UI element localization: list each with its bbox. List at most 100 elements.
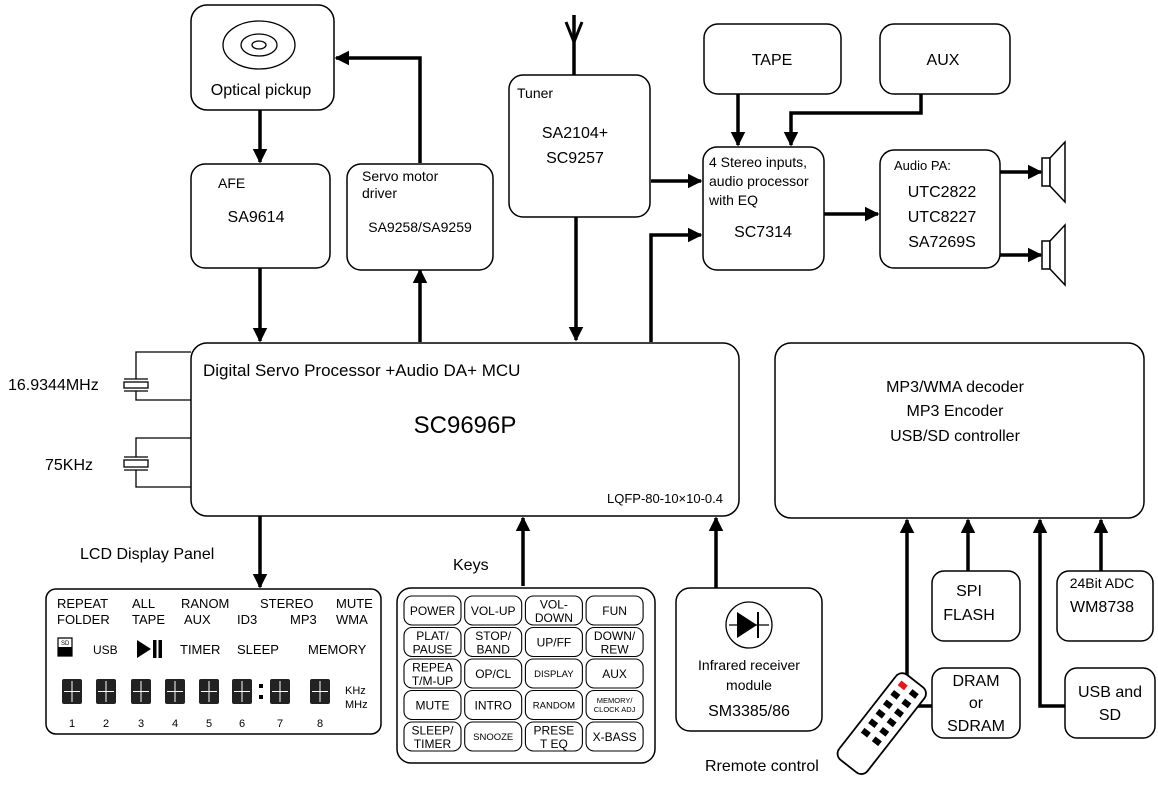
- tuner-chip-line2: SC9257: [546, 150, 604, 167]
- lcd-digit-num: 5: [206, 718, 212, 730]
- infrared-receiver-block: Infrared receiver module SM3385/86: [675, 587, 823, 732]
- lcd-panel-label: LCD Display Panel: [80, 546, 214, 563]
- key-sleep-timer[interactable]: SLEEP/TIMER: [403, 721, 462, 752]
- servo-chip: SA9258/SA9259: [368, 219, 472, 235]
- key-snooze[interactable]: SNOOZE: [464, 721, 523, 752]
- key-label: AUX: [602, 667, 627, 681]
- key-intro[interactable]: INTRO: [464, 689, 523, 721]
- pa-chip-line3: SA7269S: [908, 234, 976, 251]
- segment-digits: [62, 679, 330, 704]
- key-label: VOL-: [540, 598, 568, 612]
- lcd-sleep: SLEEP: [237, 642, 279, 657]
- key-label: REW: [601, 642, 630, 656]
- lcd-mute: MUTE: [336, 596, 373, 611]
- key-label: DOWN/: [594, 629, 636, 643]
- arrow-usb-to-mp3: [1032, 518, 1065, 708]
- key-stop-band[interactable]: STOP/BAND: [464, 626, 523, 658]
- key-op-cl[interactable]: OP/CL: [464, 658, 523, 689]
- key-label: SNOOZE: [473, 732, 513, 743]
- pa-chip-line2: UTC8227: [908, 209, 977, 226]
- key-aux[interactable]: AUX: [585, 658, 644, 689]
- crystal-16mhz-label: 16.9344MHz: [8, 377, 99, 394]
- key-label: PLAT/: [416, 629, 449, 643]
- key-label: STOP/: [475, 629, 511, 643]
- key-mute[interactable]: MUTE: [403, 689, 462, 721]
- dsp-chip: SC9696P: [414, 412, 517, 439]
- arrow-servo-to-pickup: [334, 50, 422, 163]
- lcd-repeat: REPEAT: [57, 596, 108, 611]
- key-label: SLEEP/: [411, 724, 454, 738]
- antenna-icon: [564, 15, 584, 75]
- crystal-75khz-label: 75KHz: [45, 457, 93, 474]
- afe-title: AFE: [218, 175, 245, 191]
- key-memory-clock-adj[interactable]: MEMORY/CLOCK ADJ: [585, 689, 644, 721]
- key-label: REPEA: [412, 661, 453, 675]
- lcd-ranom: RANOM: [181, 596, 229, 611]
- key-fun[interactable]: FUN: [585, 595, 644, 626]
- afe-chip: SA9614: [228, 209, 285, 226]
- afe-block: AFE SA9614: [190, 163, 331, 269]
- arrow-dsp-to-processor: [649, 227, 703, 342]
- lcd-mp3: MP3: [290, 612, 317, 627]
- key-label: TIMER: [414, 737, 452, 751]
- key-down-rew[interactable]: DOWN/REW: [585, 626, 644, 658]
- key-label: DISPLAY: [534, 669, 574, 680]
- remote-control-icon: [836, 672, 927, 775]
- adc-title: 24Bit ADC: [1070, 575, 1135, 591]
- key-random[interactable]: RANDOM: [524, 689, 583, 721]
- mp3-decoder-block: MP3/WMA decoder MP3 Encoder USB/SD contr…: [774, 342, 1145, 519]
- spi-line1: SPI: [956, 583, 982, 600]
- lcd-digit-num: 7: [277, 718, 283, 730]
- key-power[interactable]: POWER: [403, 595, 462, 626]
- key-display[interactable]: DISPLAY: [524, 658, 583, 689]
- tape-block: TAPE: [703, 23, 842, 95]
- sd-card-icon: SD: [57, 637, 73, 657]
- key-vol-up[interactable]: VOL-UP: [464, 595, 523, 626]
- key-repeat-m-up[interactable]: REPEAT/M-UP: [403, 658, 462, 689]
- lcd-mhz: MHz: [345, 699, 368, 711]
- key-label: POWER: [410, 604, 456, 618]
- key-up-ff[interactable]: UP/FF: [524, 626, 583, 658]
- lcd-digit-num: 1: [69, 718, 75, 730]
- lcd-digit-num: 8: [317, 718, 323, 730]
- servo-driver-block: Servo motor driver SA9258/SA9259: [346, 163, 494, 271]
- dsp-block: Digital Servo Processor +Audio DA+ MCU S…: [190, 342, 740, 517]
- speaker-icon: [1041, 140, 1066, 204]
- dram-block: DRAM or SDRAM: [931, 667, 1021, 739]
- lcd-folder: FOLDER: [57, 612, 110, 627]
- processor-line2: audio processor: [709, 173, 809, 189]
- aux-label: AUX: [927, 52, 960, 69]
- signal-arrows: [252, 50, 1109, 708]
- key-x-bass[interactable]: X-BASS: [585, 721, 644, 752]
- lcd-timer: TIMER: [180, 642, 220, 657]
- ir-chip: SM3385/86: [708, 703, 790, 720]
- lcd-all: ALL: [132, 596, 155, 611]
- servo-title-line1: Servo motor: [362, 168, 439, 184]
- processor-line1: 4 Stereo inputs,: [709, 154, 807, 170]
- play-pause-icon: [137, 640, 162, 658]
- keys-label: Keys: [453, 557, 489, 574]
- key-label: DOWN: [535, 611, 573, 625]
- mp3-line1: MP3/WMA decoder: [886, 379, 1025, 396]
- crystal-16mhz: 16.9344MHz: [8, 351, 191, 401]
- tuner-chip-line1: SA2104+: [542, 125, 608, 142]
- key-plat-pause[interactable]: PLAT/PAUSE: [403, 626, 462, 658]
- ir-line1: Infrared receiver: [698, 657, 800, 673]
- crystal-75khz: 75KHz: [45, 437, 191, 488]
- spi-line2: FLASH: [943, 607, 995, 624]
- key-label: VOL-UP: [471, 604, 516, 618]
- lcd-usb: USB: [93, 643, 118, 657]
- dsp-title: Digital Servo Processor +Audio DA+ MCU: [203, 361, 520, 380]
- arrow-aux-to-processor: [783, 94, 923, 147]
- pa-title: Audio PA:: [894, 158, 951, 173]
- mp3-line2: MP3 Encoder: [907, 403, 1005, 420]
- lcd-id3: ID3: [237, 612, 257, 627]
- tuner-block: Tuner SA2104+ SC9257: [508, 15, 651, 218]
- key-vol-down[interactable]: VOL-DOWN: [524, 595, 583, 626]
- usb-sd-block: USB and SD: [1064, 667, 1156, 739]
- lcd-sd-text: SD: [61, 641, 70, 647]
- key-label: MUTE: [416, 698, 450, 712]
